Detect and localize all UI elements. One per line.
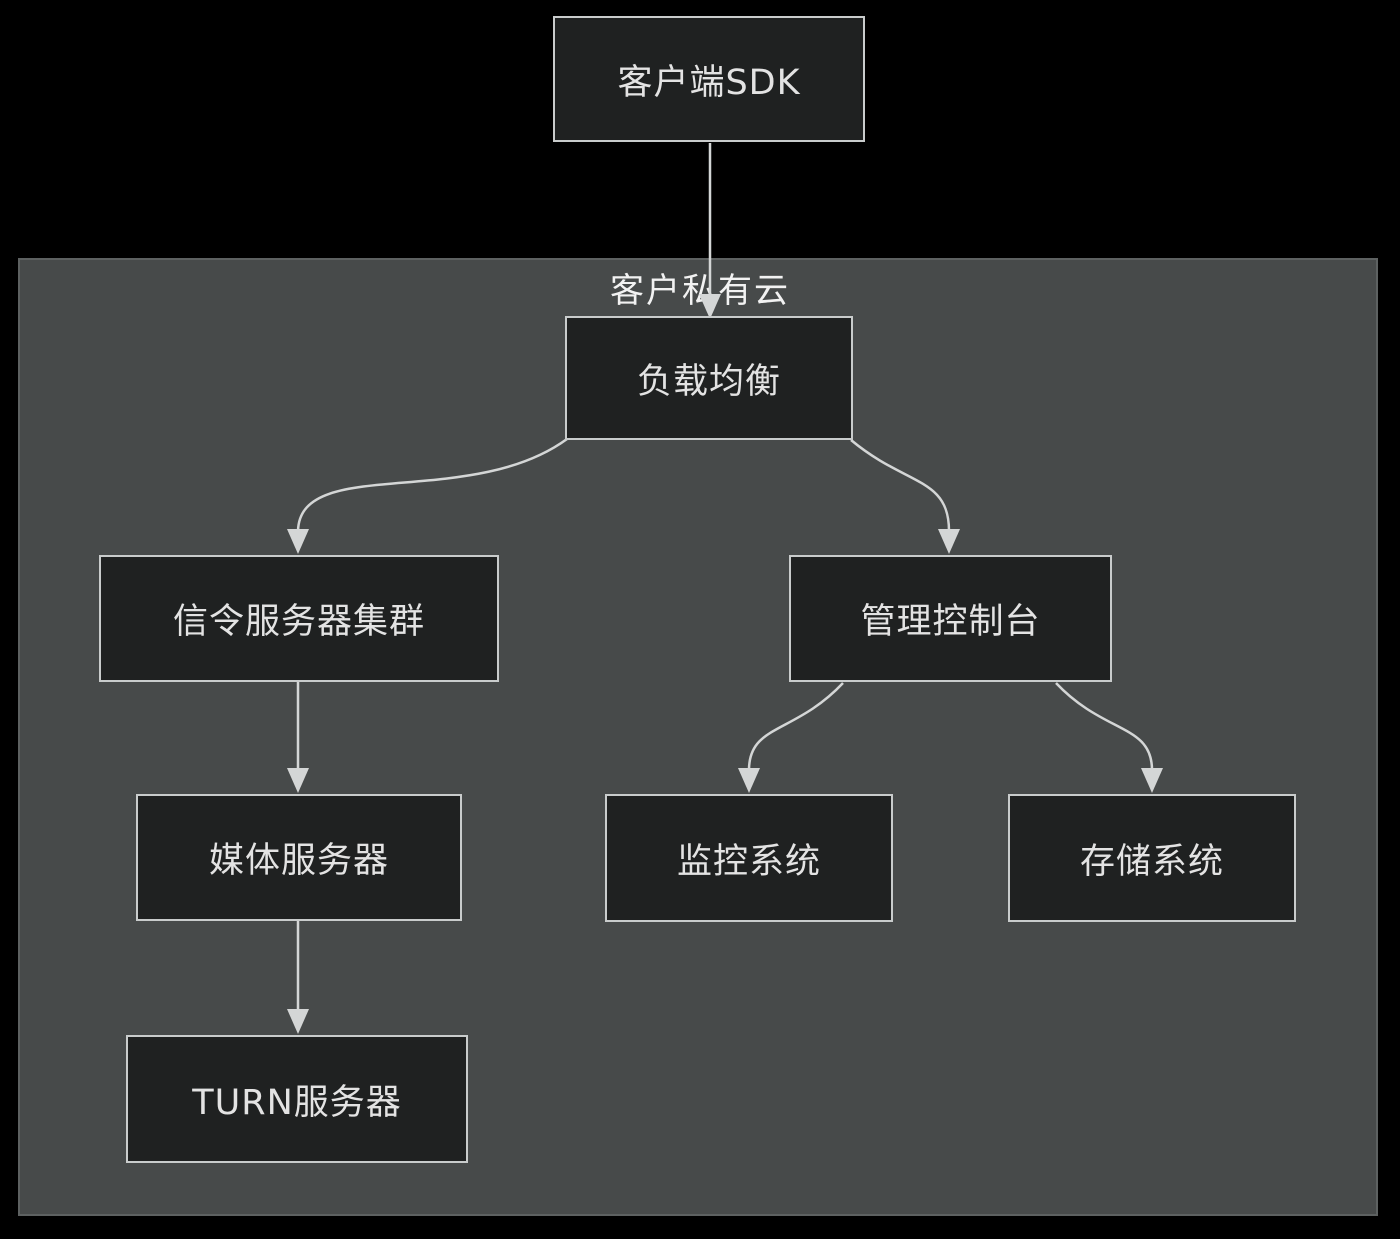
node-label: 存储系统 [1079, 841, 1224, 882]
node-signaling-cluster: 信令服务器集群 [99, 555, 499, 682]
node-label: 媒体服务器 [208, 841, 389, 881]
node-admin-console: 管理控制台 [789, 555, 1112, 682]
node-monitoring-system: 监控系统 [605, 794, 893, 922]
node-storage-system: 存储系统 [1008, 794, 1296, 922]
private-cloud-label: 客户私有云 [610, 271, 790, 311]
node-label: 负载均衡 [636, 361, 781, 402]
node-label: 信令服务器集群 [172, 602, 425, 642]
node-label: 管理控制台 [860, 602, 1041, 642]
node-turn-server: TURN服务器 [126, 1035, 468, 1163]
node-label: 客户端SDK [617, 62, 801, 103]
node-label: TURN服务器 [192, 1082, 402, 1123]
node-media-server: 媒体服务器 [136, 794, 462, 921]
node-client-sdk: 客户端SDK [553, 16, 865, 142]
node-label: 监控系统 [676, 841, 821, 882]
node-load-balancer: 负载均衡 [565, 316, 853, 440]
